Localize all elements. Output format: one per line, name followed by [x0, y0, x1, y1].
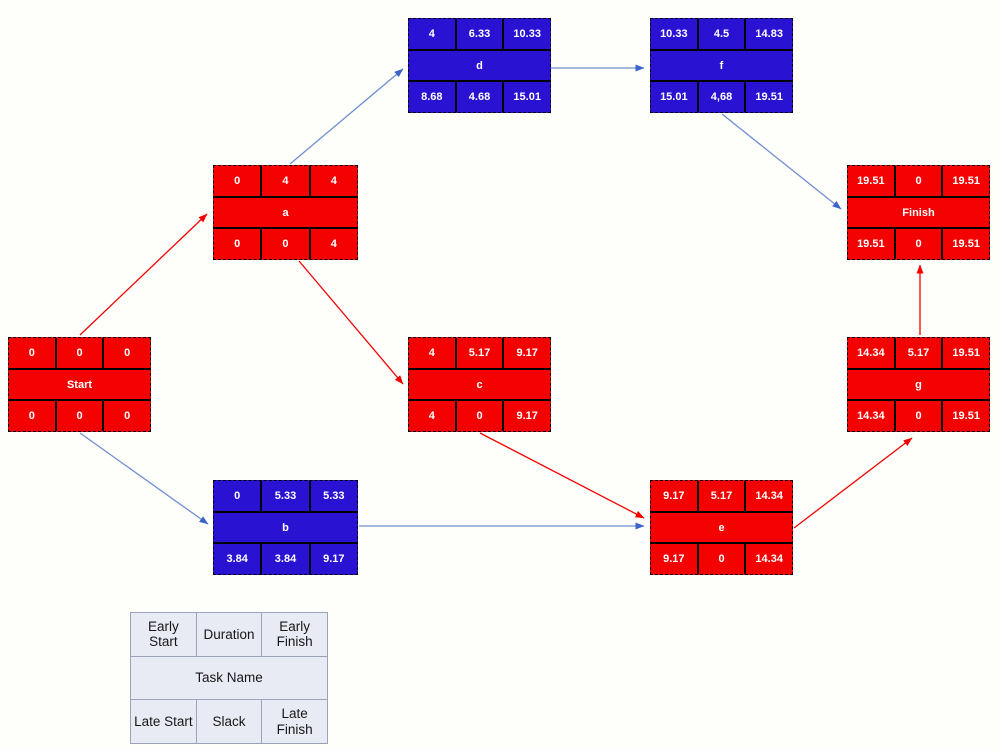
late-finish-value: 19.51 — [941, 401, 989, 432]
task-name: e — [651, 510, 792, 545]
legend-late-start: Late Start — [134, 713, 193, 729]
task-name: d — [409, 48, 550, 83]
task-name: Start — [9, 367, 150, 402]
slack-value: 0 — [260, 229, 308, 260]
duration-value: 0 — [54, 338, 103, 368]
duration-value: 5.17 — [893, 338, 942, 368]
late-finish-value: 9.17 — [308, 544, 357, 575]
early-finish-value: 10.33 — [502, 19, 550, 49]
late-start-value: 4 — [428, 410, 435, 423]
task-node-b[interactable]: 0 5.33 5.33 b 3.84 3.84 9.17 — [213, 480, 358, 575]
task-node-start[interactable]: 0 0 0 Start 0 0 0 — [8, 337, 151, 432]
edge-a-c — [298, 260, 404, 385]
slack-value: 4,68 — [696, 82, 745, 113]
task-name: f — [651, 48, 792, 83]
late-finish-value: 9.17 — [502, 401, 550, 432]
task-node-c[interactable]: 4 5.17 9.17 c 4 0 9.17 — [408, 337, 551, 432]
early-finish-value: 19.51 — [941, 338, 989, 368]
late-start-value: 0 — [28, 410, 35, 423]
slack-value: 4.68 — [454, 82, 503, 113]
edge-a-d — [289, 68, 404, 165]
legend-early-finish: Early Finish — [261, 613, 327, 656]
duration-value: 5.17 — [454, 338, 503, 368]
task-name: g — [848, 367, 989, 402]
legend-late-finish: Late Finish — [261, 700, 327, 744]
task-node-f[interactable]: 10.33 4.5 14.83 f 15.01 4,68 19.51 — [650, 18, 793, 113]
late-finish-value: 15.01 — [502, 82, 550, 113]
late-finish-value: 4 — [308, 229, 357, 260]
slack-value: 3.84 — [260, 544, 308, 575]
duration-value: 4.5 — [696, 19, 745, 49]
edge-f-finish — [721, 113, 842, 210]
early-start-value: 0 — [28, 346, 35, 359]
early-finish-value: 0 — [102, 338, 150, 368]
duration-value: 5.33 — [260, 481, 308, 511]
task-node-e[interactable]: 9.17 5.17 14.34 e 9.17 0 14.34 — [650, 480, 793, 575]
task-name: c — [409, 367, 550, 402]
late-start-value: 8.68 — [421, 91, 443, 104]
early-start-value: 4 — [428, 346, 435, 359]
early-start-value: 0 — [234, 489, 241, 502]
task-name: Finish — [848, 195, 989, 230]
task-node-d[interactable]: 4 6.33 10.33 d 8.68 4.68 15.01 — [408, 18, 551, 113]
early-finish-value: 5.33 — [308, 481, 357, 511]
legend-task-name: Task Name — [195, 670, 263, 686]
duration-value: 6.33 — [454, 19, 503, 49]
task-node-a[interactable]: 0 4 4 a 0 0 4 — [213, 165, 358, 260]
late-finish-value: 19.51 — [744, 82, 792, 113]
legend-slack: Slack — [195, 700, 262, 744]
early-finish-value: 19.51 — [941, 166, 989, 196]
early-finish-value: 9.17 — [502, 338, 550, 368]
early-start-value: 9.17 — [663, 489, 685, 502]
late-start-value: 0 — [234, 238, 241, 251]
slack-value: 0 — [893, 229, 942, 260]
task-name: a — [214, 195, 357, 230]
duration-value: 5.17 — [696, 481, 745, 511]
late-finish-value: 19.51 — [941, 229, 989, 260]
task-node-g[interactable]: 14.34 5.17 19.51 g 14.34 0 19.51 — [847, 337, 990, 432]
early-start-value: 0 — [234, 174, 241, 187]
early-start-value: 14.34 — [857, 346, 885, 359]
late-start-value: 14.34 — [857, 410, 885, 423]
edge-c-e — [479, 432, 645, 519]
early-finish-value: 14.34 — [744, 481, 792, 511]
early-finish-value: 14.83 — [744, 19, 792, 49]
early-start-value: 10.33 — [660, 27, 688, 40]
early-finish-value: 4 — [308, 166, 357, 196]
legend-duration: Duration — [195, 613, 262, 656]
task-node-finish[interactable]: 19.51 0 19.51 Finish 19.51 0 19.51 — [847, 165, 990, 260]
edge-start-b — [79, 432, 209, 525]
late-start-value: 3.84 — [226, 553, 248, 566]
slack-value: 0 — [893, 401, 942, 432]
slack-value: 0 — [696, 544, 745, 575]
late-finish-value: 0 — [102, 401, 150, 432]
late-start-value: 9.17 — [663, 553, 685, 566]
slack-value: 0 — [454, 401, 503, 432]
task-name: b — [214, 510, 357, 545]
slack-value: 0 — [54, 401, 103, 432]
legend-key: Early Start Duration Early Finish Task N… — [130, 612, 328, 744]
duration-value: 4 — [260, 166, 308, 196]
edge-start-a — [79, 213, 208, 336]
duration-value: 0 — [893, 166, 942, 196]
early-start-value: 19.51 — [857, 174, 885, 187]
early-start-value: 4 — [428, 27, 435, 40]
edge-e-g — [793, 437, 913, 529]
late-start-value: 15.01 — [660, 91, 688, 104]
late-finish-value: 14.34 — [744, 544, 792, 575]
late-start-value: 19.51 — [857, 238, 885, 251]
legend-early-start: Early Start — [147, 618, 179, 650]
